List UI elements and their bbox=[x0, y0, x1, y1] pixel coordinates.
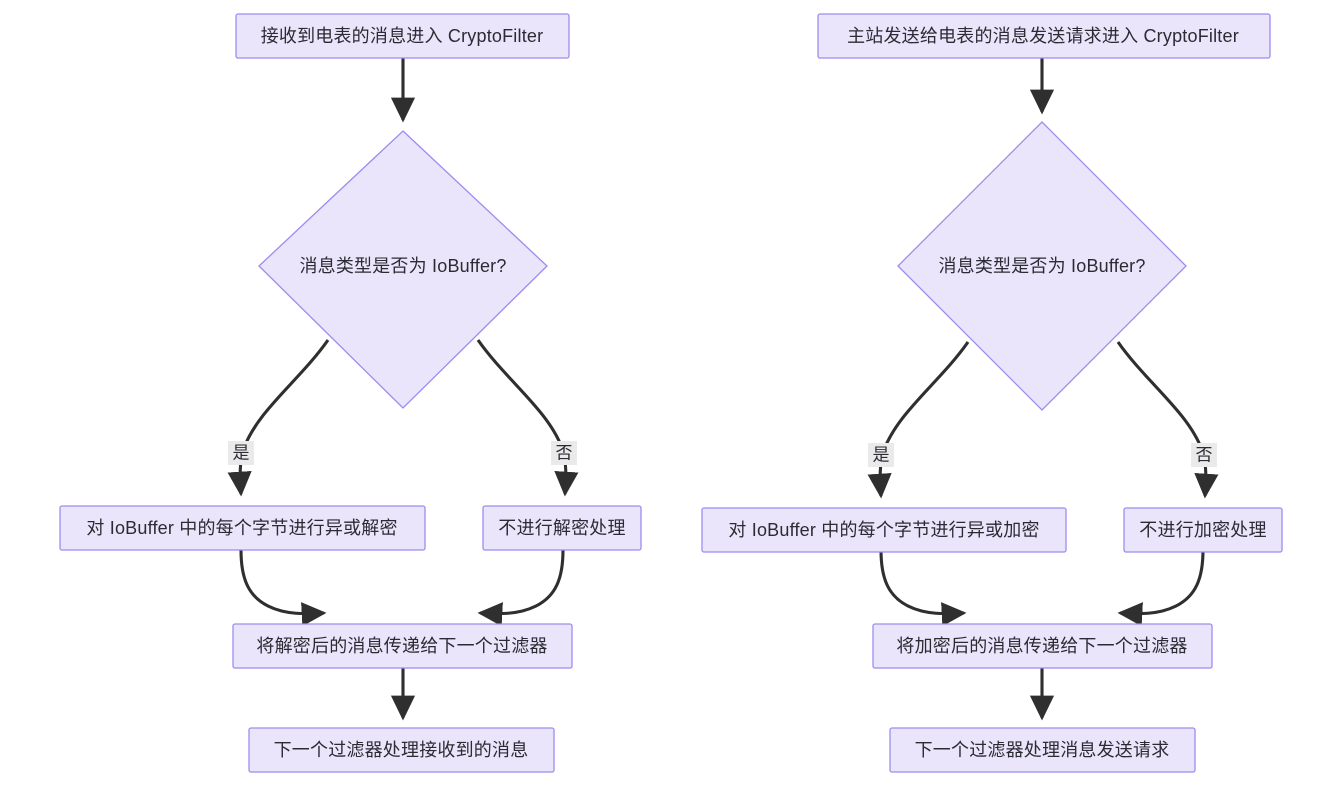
node-receive-start[interactable]: 接收到电表的消息进入 CryptoFilter bbox=[235, 13, 570, 59]
lane-receive-decrypt-flow: 接收到电表的消息进入 CryptoFilter 消息类型是否为 IoBuffer… bbox=[59, 13, 642, 773]
edge-label-receive-yes-text: 是 bbox=[233, 443, 250, 462]
edge-label-send-yes: 是 bbox=[868, 443, 894, 467]
node-receive-no-action[interactable]: 不进行解密处理 bbox=[482, 505, 642, 551]
edge-send-yes-action-to-pass bbox=[879, 549, 967, 627]
edge-no-action-to-pass bbox=[477, 549, 565, 627]
node-send-end-shape[interactable] bbox=[889, 727, 1196, 773]
lane-send-encrypt-flow: 主站发送给电表的消息发送请求进入 CryptoFilter 消息类型是否为 Io… bbox=[701, 13, 1283, 773]
node-receive-pass-label: 将解密后的消息传递给下一个过滤器 bbox=[256, 636, 547, 656]
node-send-yes-action-shape[interactable] bbox=[701, 507, 1067, 553]
node-receive-end-shape[interactable] bbox=[248, 727, 555, 773]
edge-send-no-action-to-pass bbox=[1117, 549, 1205, 627]
edge-label-send-no-bg bbox=[1191, 443, 1217, 467]
node-send-no-action[interactable]: 不进行加密处理 bbox=[1123, 507, 1283, 553]
node-send-start-shape[interactable] bbox=[817, 13, 1271, 59]
edge-label-receive-no: 否 bbox=[551, 441, 577, 465]
node-send-pass-label: 将加密后的消息传递给下一个过滤器 bbox=[896, 636, 1187, 656]
edge-label-send-yes-bg bbox=[868, 443, 894, 467]
node-receive-decision[interactable]: 消息类型是否为 IoBuffer? bbox=[258, 130, 548, 409]
node-send-end[interactable]: 下一个过滤器处理消息发送请求 bbox=[889, 727, 1196, 773]
edge-label-receive-no-text: 否 bbox=[556, 443, 573, 462]
node-send-decision-label: 消息类型是否为 IoBuffer? bbox=[938, 256, 1145, 276]
edge-group-right bbox=[867, 58, 1219, 721]
node-send-pass[interactable]: 将加密后的消息传递给下一个过滤器 bbox=[872, 623, 1213, 669]
node-send-end-label: 下一个过滤器处理消息发送请求 bbox=[915, 740, 1170, 760]
edge-yes-action-to-pass bbox=[239, 549, 327, 627]
node-send-decision[interactable]: 消息类型是否为 IoBuffer? bbox=[897, 121, 1187, 411]
node-send-start[interactable]: 主站发送给电表的消息发送请求进入 CryptoFilter bbox=[817, 13, 1271, 59]
node-send-no-action-label: 不进行加密处理 bbox=[1139, 520, 1266, 540]
node-send-yes-action-label: 对 IoBuffer 中的每个字节进行异或加密 bbox=[728, 520, 1039, 540]
node-receive-decision-label: 消息类型是否为 IoBuffer? bbox=[299, 256, 506, 276]
edge-label-send-no: 否 bbox=[1191, 443, 1217, 467]
edge-label-receive-yes-bg bbox=[228, 441, 254, 465]
node-receive-yes-action[interactable]: 对 IoBuffer 中的每个字节进行异或解密 bbox=[59, 505, 426, 551]
edge-group-left bbox=[227, 58, 579, 721]
node-receive-no-action-shape[interactable] bbox=[482, 505, 642, 551]
edge-send-decision-yes bbox=[867, 341, 970, 499]
node-receive-pass[interactable]: 将解密后的消息传递给下一个过滤器 bbox=[232, 623, 573, 669]
node-receive-end-label: 下一个过滤器处理接收到的消息 bbox=[274, 740, 529, 760]
edge-label-receive-no-bg bbox=[551, 441, 577, 465]
node-send-start-label: 主站发送给电表的消息发送请求进入 CryptoFilter bbox=[847, 26, 1239, 46]
edge-send-decision-no bbox=[1116, 341, 1219, 499]
node-receive-pass-shape[interactable] bbox=[232, 623, 573, 669]
node-receive-decision-shape[interactable] bbox=[258, 130, 548, 409]
node-receive-yes-action-label: 对 IoBuffer 中的每个字节进行异或解密 bbox=[86, 518, 397, 538]
node-send-no-action-shape[interactable] bbox=[1123, 507, 1283, 553]
node-send-decision-shape[interactable] bbox=[897, 121, 1187, 411]
node-receive-start-label: 接收到电表的消息进入 CryptoFilter bbox=[261, 26, 544, 46]
node-receive-end[interactable]: 下一个过滤器处理接收到的消息 bbox=[248, 727, 555, 773]
edge-decision-no bbox=[476, 339, 579, 497]
node-receive-start-shape[interactable] bbox=[235, 13, 570, 59]
edge-label-receive-yes: 是 bbox=[228, 441, 254, 465]
edge-label-send-yes-text: 是 bbox=[873, 445, 890, 464]
node-send-yes-action[interactable]: 对 IoBuffer 中的每个字节进行异或加密 bbox=[701, 507, 1067, 553]
edge-decision-yes bbox=[227, 339, 330, 497]
node-receive-no-action-label: 不进行解密处理 bbox=[498, 518, 625, 538]
node-receive-yes-action-shape[interactable] bbox=[59, 505, 426, 551]
edge-label-send-no-text: 否 bbox=[1196, 445, 1213, 464]
node-send-pass-shape[interactable] bbox=[872, 623, 1213, 669]
